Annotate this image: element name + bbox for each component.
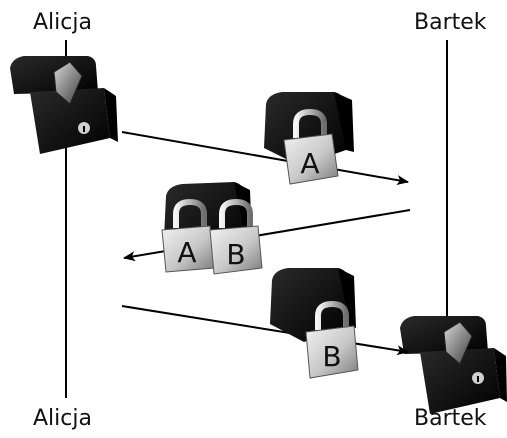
message-arrow-1 <box>121 131 409 186</box>
label-bartek-bottom: Bartek <box>414 406 487 431</box>
padlock-a <box>283 108 339 185</box>
lock-label-a-second: A <box>177 236 196 269</box>
lock-label-b: B <box>322 340 341 373</box>
padlock-a-second <box>161 198 215 273</box>
label-alicja-top: Alicja <box>33 10 92 35</box>
message-arrow-3 <box>121 305 409 356</box>
padlock-b <box>305 300 359 379</box>
treasure-chest-open-right <box>400 316 507 414</box>
label-alicja-bottom: Alicja <box>33 406 92 431</box>
treasure-chest-open-left <box>10 56 118 154</box>
lock-label-a: A <box>300 147 319 180</box>
lock-label-b-first: B <box>226 238 245 271</box>
padlock-b-first <box>209 198 263 275</box>
closed-chest-3 <box>270 268 356 342</box>
label-bartek-top: Bartek <box>414 10 487 35</box>
